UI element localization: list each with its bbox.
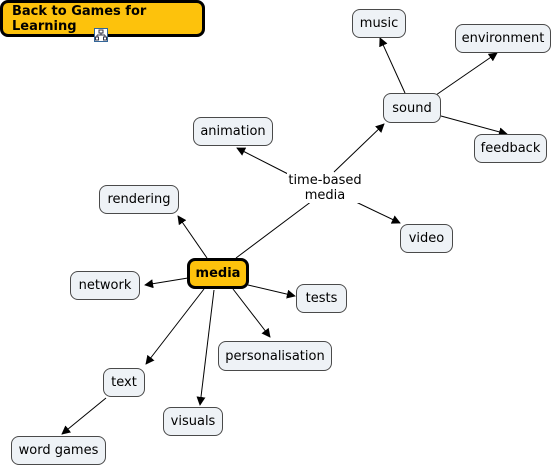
edge-media-text	[145, 288, 205, 365]
node-time-based-media: time-based media	[287, 173, 363, 203]
edge-timebased-animation	[236, 147, 291, 176]
edge-text-wordgames	[61, 397, 107, 435]
node-network[interactable]: network	[70, 271, 140, 300]
edge-media-visuals	[196, 289, 215, 406]
edge-sound-feedback	[440, 115, 508, 137]
node-environment[interactable]: environment	[455, 24, 551, 53]
edge-media-rendering	[177, 215, 208, 259]
edge-sound-music	[379, 37, 406, 94]
edge-timebased-sound	[333, 123, 385, 173]
node-personalisation[interactable]: personalisation	[218, 341, 332, 371]
node-animation[interactable]: animation	[193, 117, 273, 146]
node-rendering[interactable]: rendering	[99, 185, 179, 214]
edge-sound-environment	[435, 52, 498, 96]
edge-media-tests	[247, 284, 296, 299]
node-video[interactable]: video	[400, 224, 453, 253]
edge-media-network	[144, 277, 189, 289]
node-music[interactable]: music	[352, 9, 406, 38]
node-text[interactable]: text	[103, 368, 145, 397]
node-sound[interactable]: sound	[383, 93, 441, 123]
node-tests[interactable]: tests	[296, 284, 347, 313]
node-media[interactable]: media	[187, 258, 249, 289]
back-link-label: Back to Games for Learning	[12, 3, 147, 34]
edge-timebased-video	[355, 201, 401, 224]
edge-media-timebased	[235, 200, 313, 259]
concept-map-link-icon[interactable]	[94, 28, 108, 42]
edge-media-personalisation	[232, 288, 271, 338]
node-word-games[interactable]: word games	[11, 436, 106, 465]
node-visuals[interactable]: visuals	[163, 407, 223, 436]
node-feedback[interactable]: feedback	[474, 134, 547, 163]
